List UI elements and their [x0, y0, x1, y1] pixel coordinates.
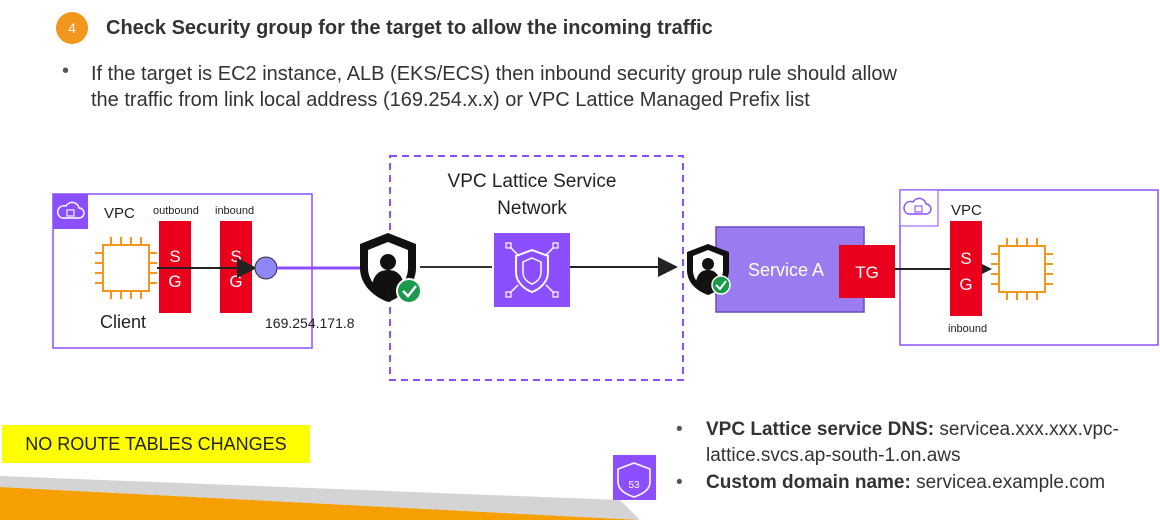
cloud-lock-icon-right	[899, 189, 939, 227]
custom-domain-key: Custom domain name:	[706, 472, 911, 493]
service-a: Service A TG	[715, 226, 895, 313]
outbound-label: outbound	[153, 205, 199, 217]
security-group-target: S G	[950, 221, 982, 316]
right-vpc-label: VPC	[951, 202, 982, 219]
left-vpc-label: VPC	[104, 205, 135, 222]
ip-label: 169.254.171.8	[265, 315, 355, 331]
shield-user-check-icon-small	[687, 244, 731, 295]
target-group-box	[839, 245, 895, 298]
sg-outbound-letter-s: S	[169, 247, 180, 266]
cloud-lock-icon	[53, 194, 88, 229]
step-number: 4	[68, 20, 76, 36]
bottom-decoration	[0, 476, 640, 520]
dns-value: servicea.xxx.xxx.vpc-lattice.svcs.ap-sou…	[706, 419, 1119, 466]
service-network-title-1: VPC Lattice Service	[448, 171, 617, 192]
sg-outbound-letter-g: G	[168, 272, 181, 291]
no-route-tables-text: NO ROUTE TABLES CHANGES	[25, 433, 287, 454]
sg-inbound-letter-s: S	[230, 247, 241, 266]
sg-inbound-letter-g: G	[229, 272, 242, 291]
endpoint-circle	[254, 256, 278, 280]
service-network-border	[389, 155, 684, 381]
dns-key: VPC Lattice service DNS:	[706, 419, 935, 440]
bullet-marker: •	[62, 60, 70, 82]
sg-target-letter-g: G	[959, 275, 972, 294]
client-label: Client	[100, 312, 146, 332]
list-item: • VPC Lattice service DNS: servicea.xxx.…	[676, 417, 1156, 469]
target-group-label: TG	[855, 263, 879, 282]
page-title: Check Security group for the target to a…	[106, 17, 713, 39]
route53-icon: 53	[613, 455, 656, 500]
bullet-text: If the target is EC2 instance, ALB (EKS/…	[91, 61, 897, 113]
sg-target-letter-s: S	[960, 249, 971, 268]
bullet-line-1: If the target is EC2 instance, ALB (EKS/…	[91, 63, 897, 85]
custom-domain-value: servicea.example.com	[916, 472, 1106, 493]
service-network-title-2: Network	[497, 198, 567, 219]
service-a-label: Service A	[748, 260, 824, 280]
bullet-marker: •	[676, 419, 683, 440]
ec2-chip-icon	[95, 237, 157, 299]
shield-user-check-icon	[360, 233, 422, 304]
right-vpc: VPC S G inbound	[895, 189, 1159, 346]
right-vpc-border	[899, 189, 1159, 346]
step-number-badge: 4	[56, 12, 88, 44]
ec2-chip-icon-target	[991, 238, 1053, 300]
service-network: VPC Lattice Service Network	[389, 155, 684, 381]
left-vpc: VPC outbound inbound Client S G S G 169	[52, 193, 362, 349]
bullet-marker: •	[676, 472, 683, 493]
left-inbound-label: inbound	[215, 205, 254, 217]
no-route-tables-banner: NO ROUTE TABLES CHANGES	[2, 425, 310, 463]
dns-info-list: • VPC Lattice service DNS: servicea.xxx.…	[676, 417, 1156, 497]
right-inbound-label: inbound	[948, 323, 987, 335]
lattice-shield-icon	[494, 233, 570, 307]
route53-number: 53	[628, 480, 640, 491]
bullet-line-2: the traffic from link local address (169…	[91, 89, 810, 111]
list-item: • Custom domain name: servicea.example.c…	[676, 470, 1156, 496]
left-vpc-border	[52, 193, 313, 349]
